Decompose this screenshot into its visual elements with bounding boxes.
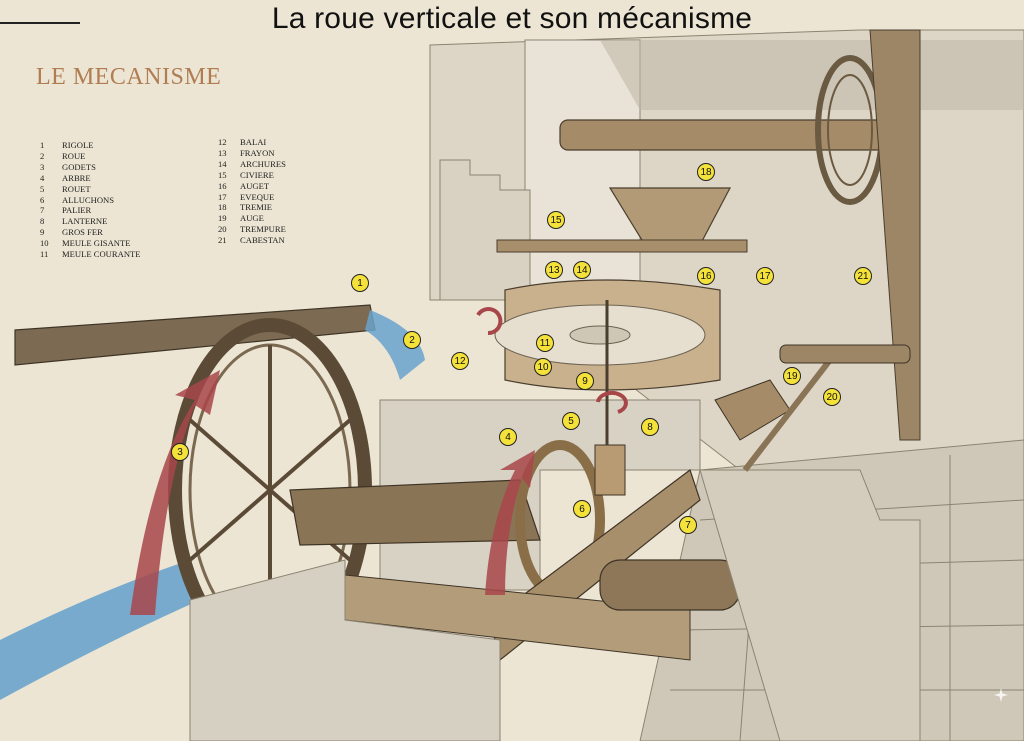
marker-21: 21 xyxy=(854,267,872,285)
legend-item: 19 AUGE xyxy=(218,213,286,224)
legend-number: 9 xyxy=(40,227,45,238)
legend-item: 7 PALIER xyxy=(40,205,141,216)
legend-label: PALIER xyxy=(62,205,92,216)
legend-item: 17 EVEQUE xyxy=(218,192,286,203)
marker-7: 7 xyxy=(679,516,697,534)
legend-label: ROUE xyxy=(62,150,86,161)
legend-label: AUGET xyxy=(240,180,270,191)
legend-item: 9 GROS FER xyxy=(40,227,141,238)
legend-item: 14 ARCHURES xyxy=(218,159,286,170)
title-rule xyxy=(0,22,80,24)
legend-number: 18 xyxy=(218,202,227,213)
marker-9: 9 xyxy=(576,372,594,390)
legend-item: 10 MEULE GISANTE xyxy=(40,238,141,249)
marker-20: 20 xyxy=(823,388,841,406)
legend-label: ARBRE xyxy=(62,172,91,183)
legend-label: LANTERNE xyxy=(62,216,108,227)
legend-label: ARCHURES xyxy=(240,158,286,169)
legend-item: 20 TREMPURE xyxy=(218,224,286,235)
marker-15: 15 xyxy=(547,211,565,229)
legend-number: 20 xyxy=(218,224,227,235)
legend-item: 1 RIGOLE xyxy=(40,140,141,151)
legend-number: 2 xyxy=(40,150,45,161)
legend-number: 4 xyxy=(40,172,45,183)
marker-16: 16 xyxy=(697,267,715,285)
legend-number: 8 xyxy=(40,216,45,227)
legend-label: FRAYON xyxy=(240,147,275,158)
legend-number: 1 xyxy=(40,140,45,150)
legend-label: TREMIE xyxy=(240,202,272,213)
legend-number: 21 xyxy=(218,235,227,246)
legend-item: 8 LANTERNE xyxy=(40,216,141,227)
legend-column-right: 12 BALAI 13 FRAYON 14 ARCHURES 15 CIVIERE 16… xyxy=(218,137,286,246)
legend-column-left: 1 RIGOLE 2 ROUE 3 GODETS 4 ARBRE 5 ROUET 6 ALL… xyxy=(40,140,141,260)
legend-item: 3 GODETS xyxy=(40,162,141,173)
diagram-title: La roue verticale et son mécanisme xyxy=(271,2,753,35)
marker-1: 1 xyxy=(351,274,369,292)
sparkle-icon xyxy=(994,688,1008,702)
legend-number: 7 xyxy=(40,205,45,216)
legend-label: CABESTAN xyxy=(240,235,285,246)
legend-number: 17 xyxy=(218,191,227,202)
legend-item: 13 FRAYON xyxy=(218,148,286,159)
legend-label: RIGOLE xyxy=(62,140,94,150)
legend-number: 15 xyxy=(218,169,227,180)
marker-19: 19 xyxy=(783,367,801,385)
legend-label: MEULE COURANTE xyxy=(62,249,141,260)
legend-label: ROUET xyxy=(62,183,91,194)
legend-item: 12 BALAI xyxy=(218,137,286,148)
legend-item: 16 AUGET xyxy=(218,181,286,192)
legend-item: 18 TREMIE xyxy=(218,202,286,213)
marker-10: 10 xyxy=(534,358,552,376)
marker-3: 3 xyxy=(171,443,189,461)
marker-2: 2 xyxy=(403,331,421,349)
legend-label: EVEQUE xyxy=(240,191,275,202)
legend-label: MEULE GISANTE xyxy=(62,238,131,249)
legend-item: 11 MEULE COURANTE xyxy=(40,249,141,260)
legend-number: 3 xyxy=(40,161,45,172)
legend-item: 5 ROUET xyxy=(40,184,141,195)
legend-number: 10 xyxy=(40,238,49,249)
legend-number: 13 xyxy=(218,147,227,158)
legend-label: CIVIERE xyxy=(240,169,274,180)
legend-item: 6 ALLUCHONS xyxy=(40,195,141,206)
marker-14: 14 xyxy=(573,261,591,279)
legend-item: 15 CIVIERE xyxy=(218,170,286,181)
legend-label: AUGE xyxy=(240,213,264,224)
marker-12: 12 xyxy=(451,352,469,370)
legend-number: 6 xyxy=(40,194,45,205)
marker-18: 18 xyxy=(697,163,715,181)
section-heading: LE MECANISME xyxy=(36,64,222,90)
legend-label: BALAI xyxy=(240,137,267,147)
marker-17: 17 xyxy=(756,267,774,285)
legend-label: GODETS xyxy=(62,161,96,172)
legend-number: 19 xyxy=(218,213,227,224)
marker-5: 5 xyxy=(562,412,580,430)
legend-item: 2 ROUE xyxy=(40,151,141,162)
marker-4: 4 xyxy=(499,428,517,446)
legend-item: 4 ARBRE xyxy=(40,173,141,184)
legend-number: 16 xyxy=(218,180,227,191)
legend-item: 21 CABESTAN xyxy=(218,235,286,246)
legend-label: GROS FER xyxy=(62,227,103,238)
marker-13: 13 xyxy=(545,261,563,279)
legend-number: 14 xyxy=(218,158,227,169)
legend-label: ALLUCHONS xyxy=(62,194,115,205)
legend-number: 5 xyxy=(40,183,45,194)
legend-number: 12 xyxy=(218,137,227,147)
legend-label: TREMPURE xyxy=(240,224,286,235)
marker-6: 6 xyxy=(573,500,591,518)
legend-number: 11 xyxy=(40,249,49,260)
marker-11: 11 xyxy=(536,334,554,352)
marker-8: 8 xyxy=(641,418,659,436)
